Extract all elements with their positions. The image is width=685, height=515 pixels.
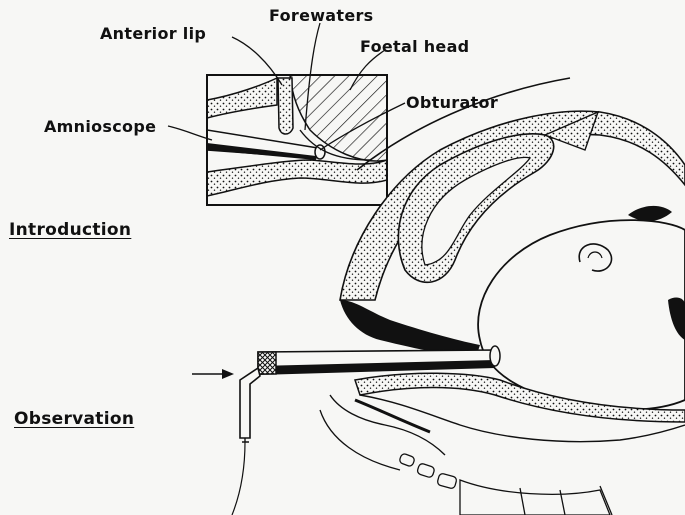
insertion-arrow [192, 369, 234, 379]
label-amnioscope: Amnioscope [44, 117, 156, 136]
label-anterior-lip: Anterior lip [100, 24, 206, 43]
spine [399, 453, 612, 515]
light-handle [232, 368, 260, 515]
label-foetal-head: Foetal head [360, 37, 469, 56]
label-introduction: Introduction [9, 220, 131, 240]
inset-detail [207, 75, 387, 205]
inset-anterior-lip [278, 78, 293, 134]
amnioscope-main [258, 346, 500, 375]
label-forewaters: Forewaters [269, 6, 374, 25]
label-observation: Observation [14, 409, 134, 429]
label-obturator: Obturator [406, 93, 498, 112]
